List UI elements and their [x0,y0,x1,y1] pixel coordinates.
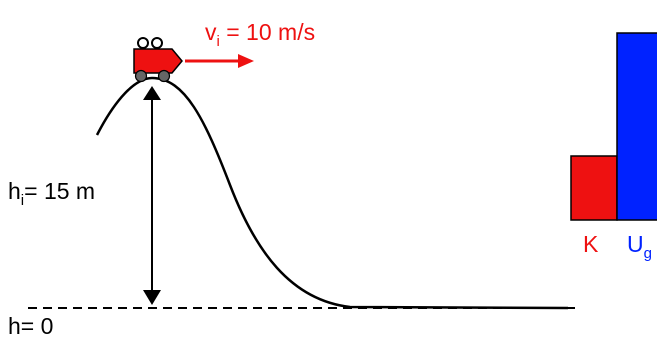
cart-wheel-right [157,69,171,83]
height-arrow [143,86,161,305]
initial-height-label: hi= 15 m [8,178,95,209]
gravitational-energy-bar [616,32,657,221]
cart-wheel-left [134,69,148,83]
gravitational-energy-symbol: U [627,231,644,257]
cart-head-left [137,37,149,49]
cart [133,37,183,83]
velocity-arrow [185,54,254,68]
reference-height-label: h= 0 [8,313,53,339]
velocity-subscript: i [217,33,220,50]
velocity-symbol: v [205,19,217,45]
velocity-label: vi = 10 m/s [205,19,315,50]
gravitational-energy-label: Ug [627,231,652,262]
kinetic-energy-label: K [583,231,599,257]
cart-body [133,48,183,74]
kinetic-energy-bar [570,155,618,221]
velocity-value: = 10 m/s [220,19,315,45]
cart-head-right [151,37,163,49]
hill-track [95,76,569,310]
initial-height-value: = 15 m [24,178,95,204]
initial-height-subscript: i [21,192,24,209]
gravitational-energy-subscript: g [644,245,652,262]
height-arrow-bottom-head [143,290,161,305]
initial-height-symbol: h [8,178,21,204]
height-arrow-top-head [143,86,161,100]
